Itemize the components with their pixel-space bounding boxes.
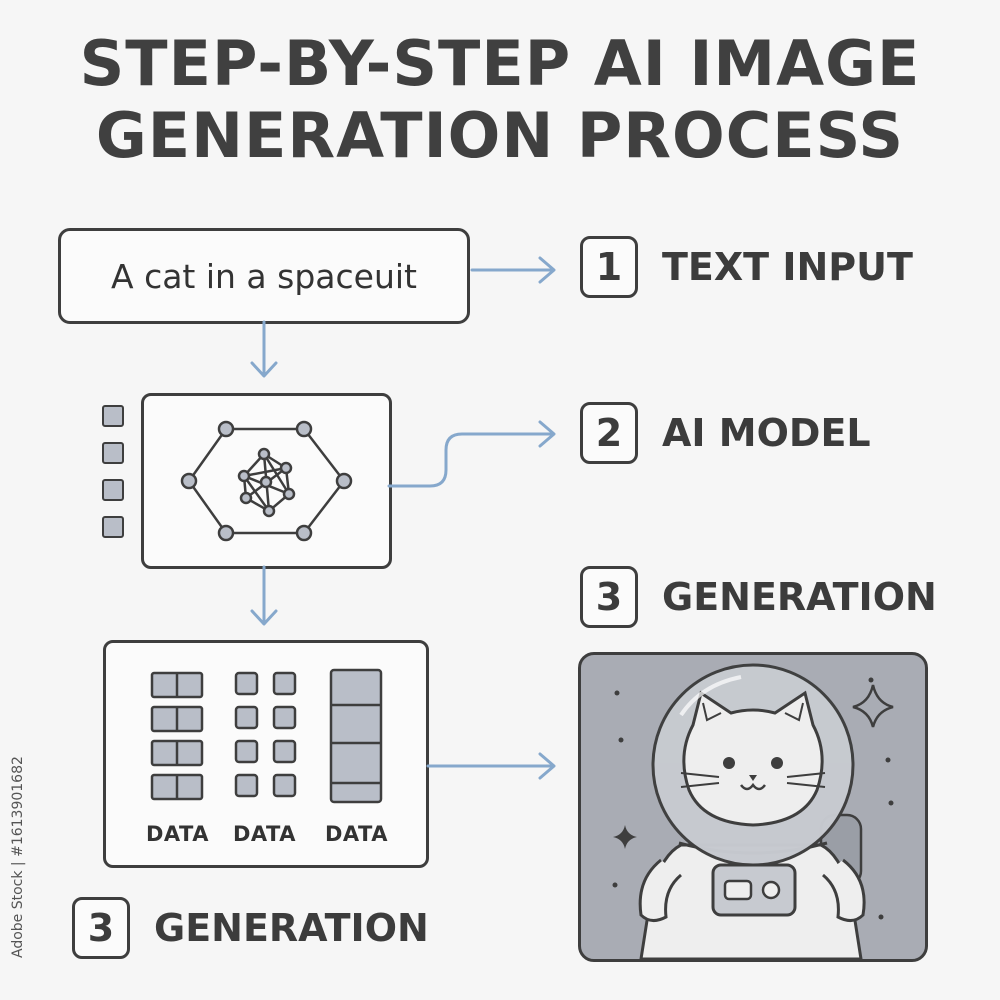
prompt-text: A cat in a spaceuit: [111, 256, 417, 296]
title-line-1: STEP-BY-STEP AI IMAGE: [79, 27, 921, 100]
sparkle-icon: [852, 684, 894, 728]
arrow-to-ai-model: [387, 432, 555, 488]
data-label-2: DATA: [233, 822, 297, 846]
step-generation-bottom: 3 GENERATION: [72, 897, 429, 959]
side-squares: [102, 405, 126, 553]
cat-astronaut-illustration: [612, 663, 894, 959]
result-image: [578, 652, 928, 962]
side-square: [102, 479, 124, 501]
step-label-text: GENERATION: [662, 575, 937, 619]
step-number-box: 2: [580, 402, 638, 464]
neural-network-icon: [180, 420, 353, 542]
side-square: [102, 442, 124, 464]
step-label-text: GENERATION: [154, 906, 429, 950]
side-square: [102, 405, 124, 427]
watermark: Adobe Stock | #1613901682: [10, 756, 26, 958]
step-number-box: 1: [580, 236, 638, 298]
side-square: [102, 516, 124, 538]
sparkle-icon: [613, 825, 637, 849]
data-panel: [103, 640, 429, 868]
step-label-text: AI MODEL: [662, 411, 871, 455]
step-number-box: 3: [580, 566, 638, 628]
title-line-2: GENERATION PROCESS: [95, 99, 905, 172]
step-ai-model: 2 AI MODEL: [580, 402, 871, 464]
step-text-input: 1 TEXT INPUT: [580, 236, 913, 298]
model-panel: [141, 393, 392, 569]
step-number-box: 3: [72, 897, 130, 959]
data-label-3: DATA: [325, 822, 389, 846]
page-title: STEP-BY-STEP AI IMAGE GENERATION PROCESS: [0, 28, 1000, 172]
data-grid-icon: [150, 668, 383, 804]
step-generation: 3 GENERATION: [580, 566, 937, 628]
step-label-text: TEXT INPUT: [662, 245, 913, 289]
data-label-1: DATA: [146, 822, 210, 846]
